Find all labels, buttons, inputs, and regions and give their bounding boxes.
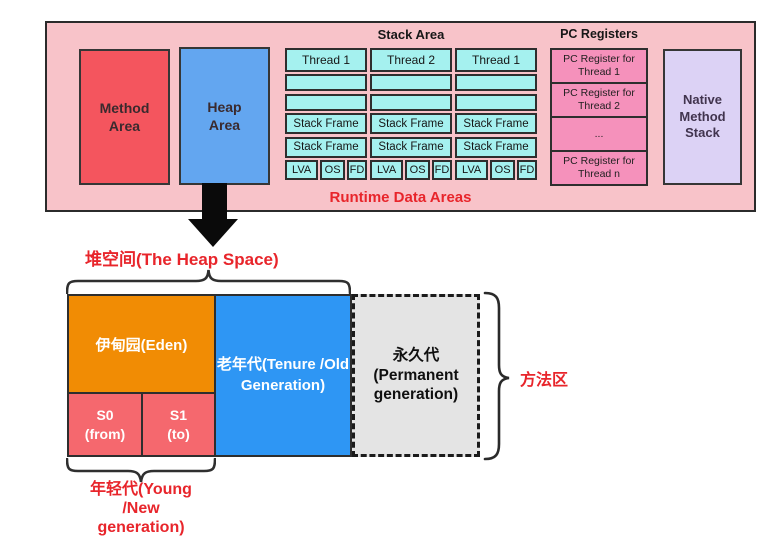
runtime-data-areas-label: Runtime Data Areas — [329, 189, 472, 206]
method-area-brace — [483, 291, 510, 461]
native-method-stack-box: Native Method Stack — [663, 49, 742, 185]
heap-space-brace — [66, 269, 351, 294]
pc-register-cell: PC Register for Thread 2 — [550, 82, 648, 118]
stack-frame-cell: Stack Frame — [370, 136, 452, 158]
stack-frame-cell: Stack Frame — [370, 113, 452, 135]
os-cell: OS — [405, 159, 430, 180]
lva-cell: LVA — [455, 159, 489, 180]
heap-space-title: 堆空间(The Heap Space) — [85, 250, 279, 269]
lva-cell: LVA — [370, 159, 404, 180]
os-cell: OS — [490, 159, 515, 180]
stack-frame-cell: Stack Frame — [285, 136, 367, 158]
empty-stack-cell — [285, 74, 367, 92]
stack-frame-cell: Stack Frame — [455, 113, 537, 135]
lva-cell: LVA — [285, 159, 319, 180]
empty-stack-cell — [370, 93, 452, 111]
slot-row: LVA OS FD — [370, 159, 453, 180]
thread-header: Thread 2 — [370, 48, 452, 72]
pc-register-cell-ellipsis: ... — [550, 116, 648, 152]
young-generation-label: 年轻代(Young /New generation) — [90, 481, 192, 536]
runtime-data-areas-panel: Method Area Heap Area Stack Area Thread … — [45, 21, 756, 212]
method-area-brace-label: 方法区 — [520, 372, 569, 389]
pc-register-cell: PC Register for Thread 1 — [550, 48, 648, 84]
thread-column-3: Thread 1 Stack Frame Stack Frame LVA OS … — [455, 48, 538, 180]
fd-cell: FD — [516, 159, 538, 180]
young-generation-brace — [66, 458, 216, 483]
pc-registers-title: PC Registers — [560, 27, 638, 41]
empty-stack-cell — [285, 93, 367, 111]
thread-header: Thread 1 — [285, 48, 367, 72]
survivor-s0-box: S0 (from) — [67, 392, 143, 457]
stack-frame-cell: Stack Frame — [285, 113, 367, 135]
thread-column-2: Thread 2 Stack Frame Stack Frame LVA OS … — [370, 48, 453, 180]
old-generation-box: 老年代(Tenure /Old Generation) — [214, 294, 352, 457]
stack-frame-cell: Stack Frame — [455, 136, 537, 158]
fd-cell: FD — [431, 159, 453, 180]
stack-area-title: Stack Area — [377, 27, 445, 42]
slot-row: LVA OS FD — [285, 159, 368, 180]
empty-stack-cell — [370, 74, 452, 92]
down-arrow-icon — [188, 183, 238, 247]
thread-header: Thread 1 — [455, 48, 537, 72]
survivor-s1-box: S1 (to) — [141, 392, 216, 457]
slot-row: LVA OS FD — [455, 159, 538, 180]
stack-area-grid: Thread 1 Stack Frame Stack Frame LVA OS … — [285, 48, 538, 180]
eden-box: 伊甸园(Eden) — [67, 294, 216, 394]
permanent-generation-box: 永久代 (Permanent generation) — [352, 294, 480, 457]
empty-stack-cell — [455, 74, 537, 92]
empty-stack-cell — [455, 93, 537, 111]
os-cell: OS — [320, 159, 345, 180]
pc-register-cell: PC Register for Thread n — [550, 150, 648, 186]
thread-column-1: Thread 1 Stack Frame Stack Frame LVA OS … — [285, 48, 368, 180]
heap-area-box: Heap Area — [179, 47, 270, 185]
method-area-box: Method Area — [79, 49, 170, 185]
pc-registers-column: PC Register for Thread 1 PC Register for… — [550, 48, 648, 186]
fd-cell: FD — [346, 159, 368, 180]
